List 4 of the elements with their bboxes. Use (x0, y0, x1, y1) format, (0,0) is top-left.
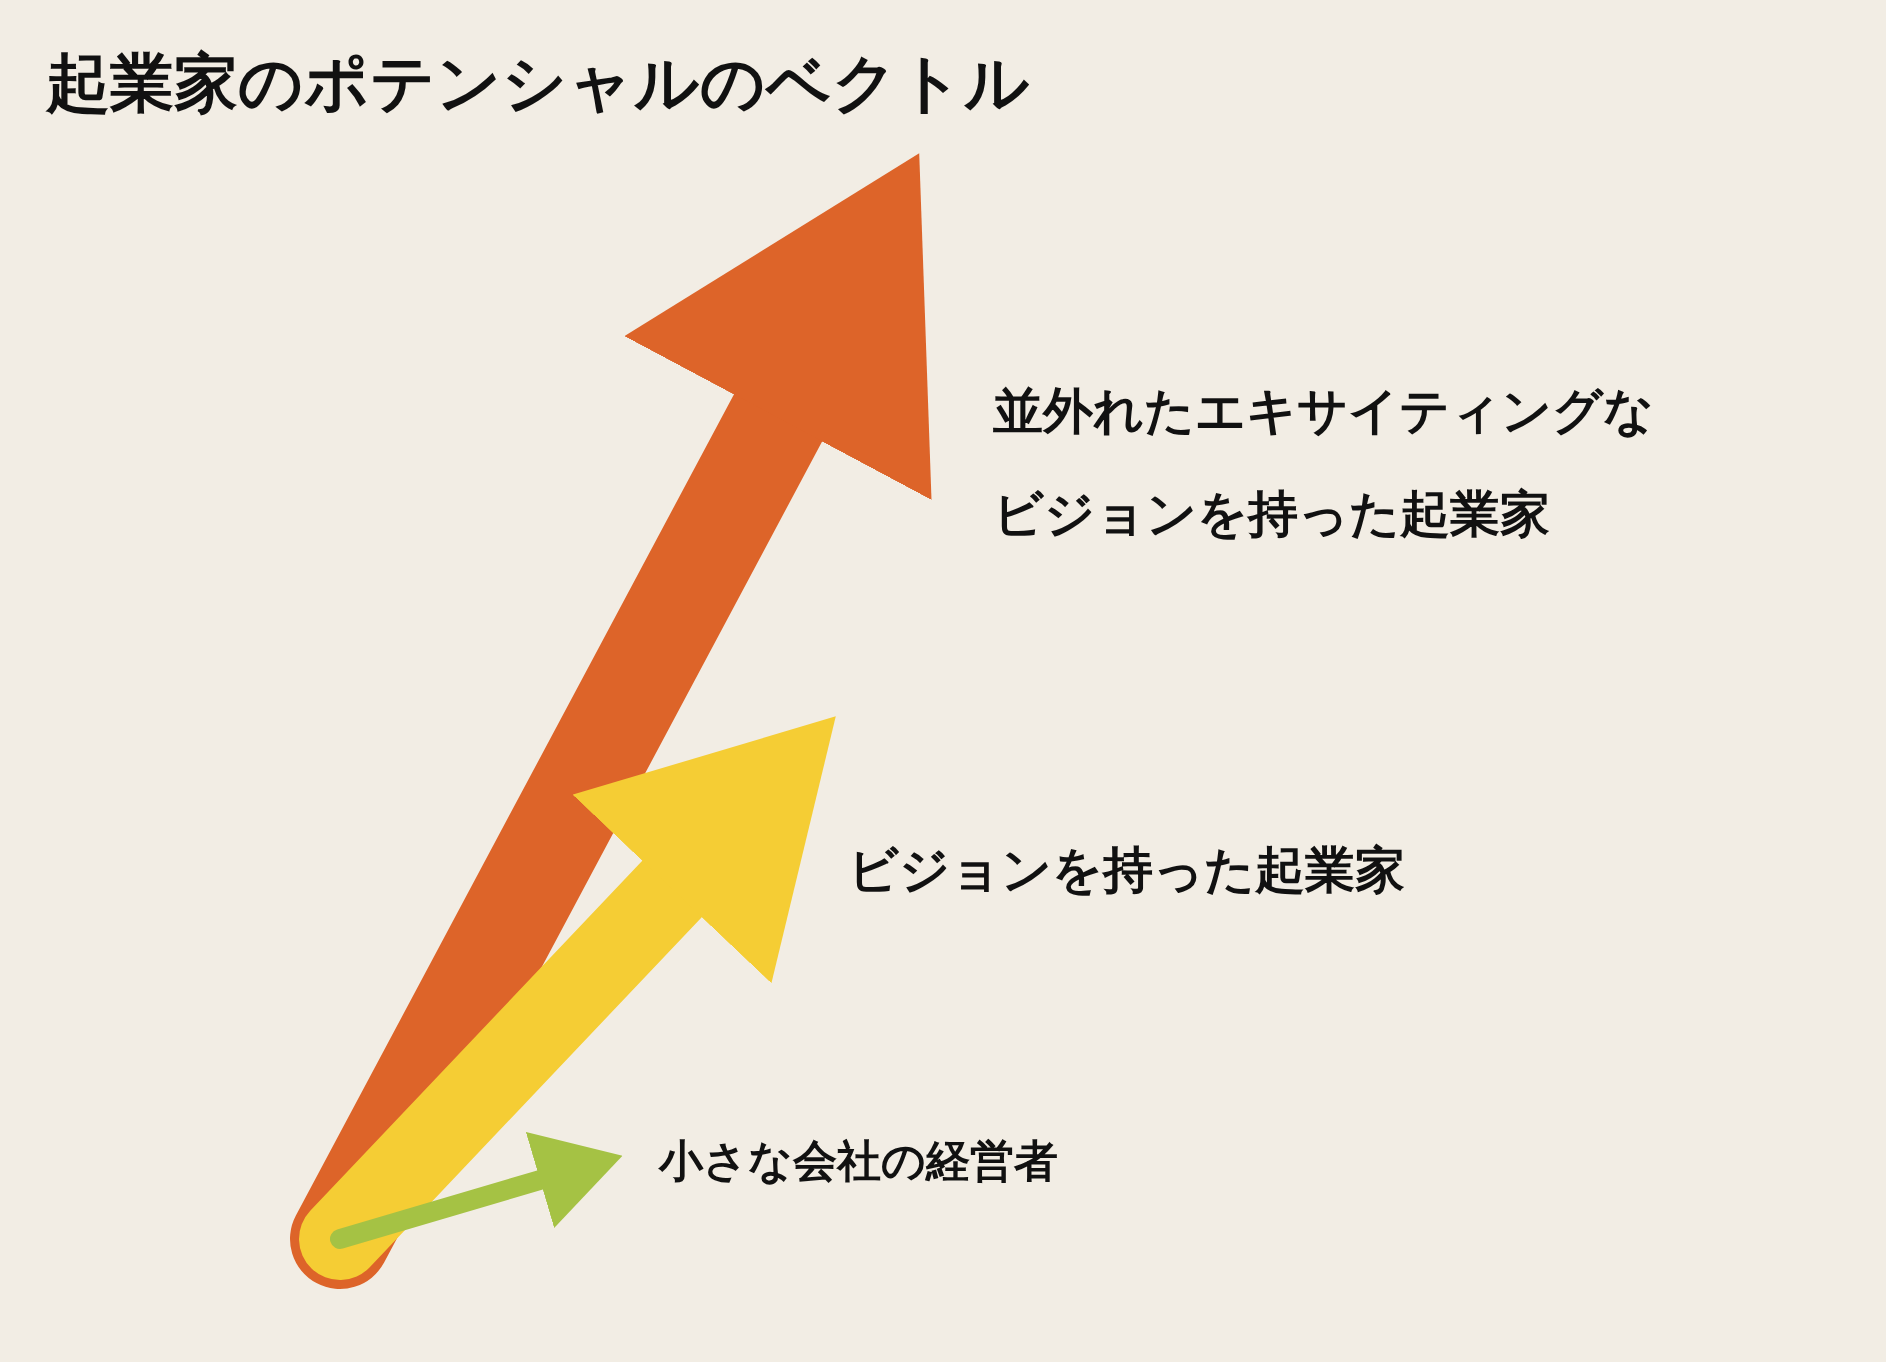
vector-caption: 小さな会社の経営者 (659, 1134, 1059, 1188)
title: 起業家のポテンシャルのベクトル (46, 45, 1030, 122)
vector-caption: ビジョンを持った起業家 (848, 840, 1406, 901)
vector-caption: 並外れたエキサイティングなビジョンを持った起業家 (993, 381, 1655, 545)
